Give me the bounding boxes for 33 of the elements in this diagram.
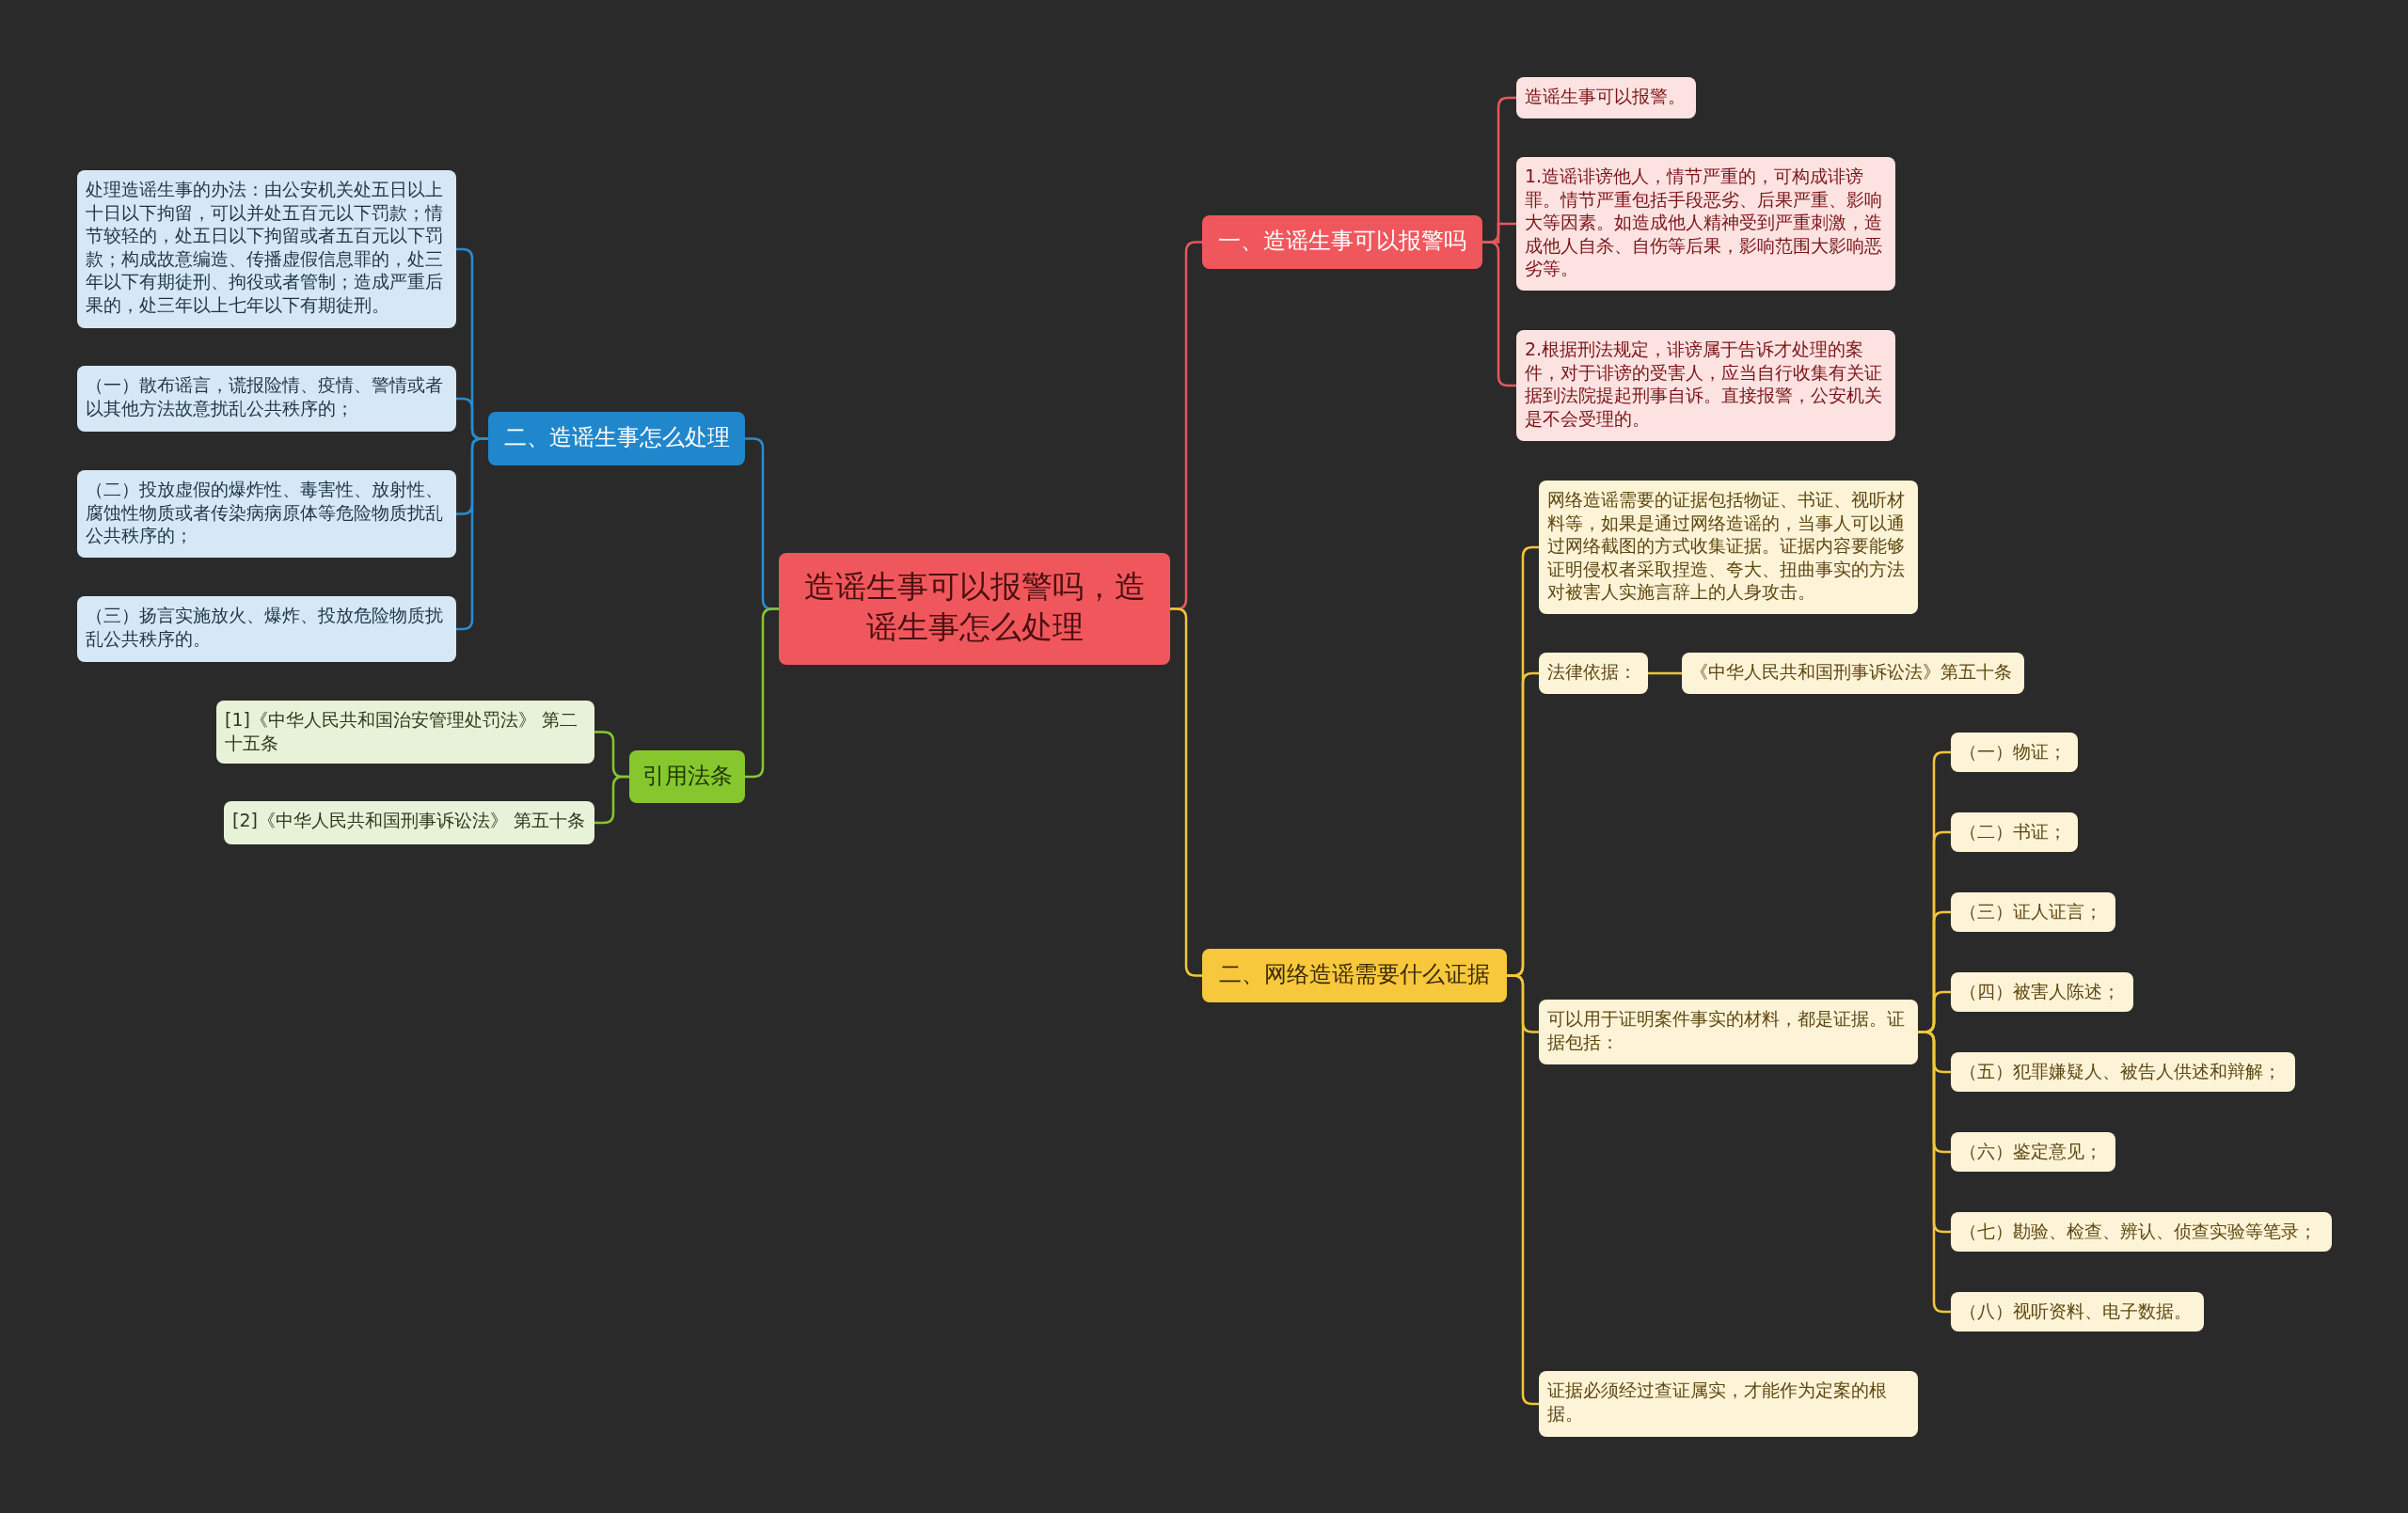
subtopic-box: 证据必须经过查证属实，才能作为定案的根据。: [1539, 1371, 1918, 1437]
subtopic-box: 2.根据刑法规定，诽谤属于告诉才处理的案件，对于诽谤的受害人，应当自行收集有关证据到法院提起刑事自诉。直接报警，公安机关是不会受理的。: [1516, 330, 1895, 441]
subtopic-box: （五）犯罪嫌疑人、被告人供述和辩解；: [1951, 1052, 2295, 1092]
subtopic-box: （三）证人证言；: [1951, 892, 2115, 932]
subtopic-box: 网络造谣需要的证据包括物证、书证、视听材料等，如果是通过网络造谣的，当事人可以通过网络截图的方式收集证据。证据内容要能够证明侵权者采取捏造、夸大、扭曲事实的方法对被害人实施言辞上的人身攻击。: [1539, 481, 1918, 614]
subtopic-box: （二）书证；: [1951, 812, 2078, 852]
subtopic-box: 1.造谣诽谤他人，情节严重的，可构成诽谤罪。情节严重包括手段恶劣、后果严重、影响大等因素。如造成他人精神受到严重刺激，造成他人自杀、自伤等后果，影响范围大影响恶劣等。: [1516, 157, 1895, 291]
branch-topic-box: 一、造谣生事可以报警吗: [1202, 215, 1482, 269]
subtopic-box: （二）投放虚假的爆炸性、毒害性、放射性、腐蚀性物质或者传染病病原体等危险物质扰乱公共秩序的；: [77, 470, 456, 558]
connector-line: [745, 607, 779, 779]
connector-line: [1482, 241, 1516, 387]
subtopic-box: 造谣生事可以报警。: [1516, 77, 1696, 118]
subtopic-box: （一）物证；: [1951, 733, 2078, 772]
central-topic-box: 造谣生事可以报警吗，造谣生事怎么处理: [779, 553, 1170, 665]
subtopic-box: [1]《中华人民共和国治安管理处罚法》 第二十五条: [216, 701, 594, 764]
connector-line: [594, 775, 629, 825]
connector-line: [1507, 974, 1539, 1406]
subtopic-box: 《中华人民共和国刑事诉讼法》第五十条: [1682, 653, 2024, 694]
connector-line: [1918, 1031, 1951, 1314]
subtopic-box: 处理造谣生事的办法：由公安机关处五日以上十日以下拘留，可以并处五百元以下罚款；情节较轻的，处五日以下拘留或者五百元以下罚款；构成故意编造、传播虚假信息罪的，处三年以下有期徒刑、拘役或者管制；造成严重后果的，处三年以上七年以下有期徒刑。: [77, 170, 456, 328]
branch-topic-box: 二、网络造谣需要什么证据: [1202, 949, 1507, 1002]
subtopic-box: （三）扬言实施放火、爆炸、投放危险物质扰乱公共秩序的。: [77, 596, 456, 662]
subtopic-box: （六）鉴定意见；: [1951, 1132, 2115, 1172]
branch-topic-box: 二、造谣生事怎么处理: [488, 412, 745, 465]
subtopic-box: （八）视听资料、电子数据。: [1951, 1292, 2204, 1332]
connector-line: [1648, 671, 1682, 675]
subtopic-box: （四）被害人陈述；: [1951, 972, 2133, 1012]
subtopic-box: （一）散布谣言，谎报险情、疫情、警情或者以其他方法故意扰乱公共秩序的；: [77, 366, 456, 432]
branch-topic-box: 引用法条: [629, 750, 745, 803]
subtopic-box: （七）勘验、检查、辨认、侦查实验等笔录；: [1951, 1212, 2332, 1252]
subtopic-box: 可以用于证明案件事实的材料，都是证据。证据包括：: [1539, 1000, 1918, 1064]
subtopic-box: 法律依据：: [1539, 653, 1648, 694]
subtopic-box: [2]《中华人民共和国刑事诉讼法》 第五十条: [224, 801, 594, 844]
